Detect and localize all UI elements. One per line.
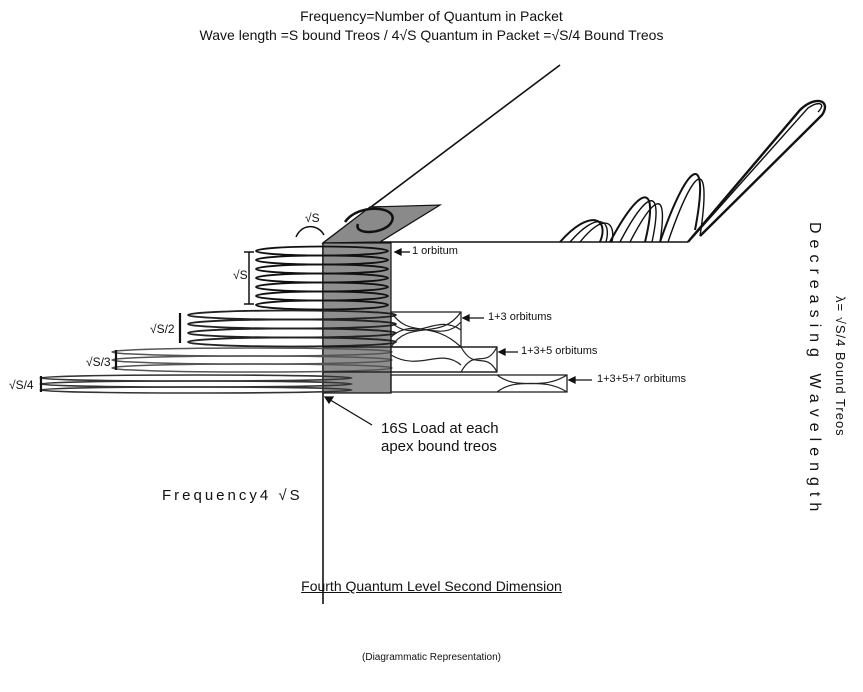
tier3-ellipses	[111, 347, 393, 373]
sqrt-s-quarter-label: √S/4	[9, 378, 34, 392]
orbitum-1-label: 1 orbitum	[412, 245, 458, 257]
load-note-line-1: 16S Load at each	[381, 420, 499, 437]
header-line-2: Wave length =S bound Treos / 4√S Quantum…	[199, 27, 664, 43]
frequency-axis-label: Frequency4 √S	[162, 487, 303, 504]
step-wave-pattern	[390, 311, 568, 393]
diagram-note: (Diagrammatic Representation)	[362, 652, 501, 663]
diagram-caption: Fourth Quantum Level Second Dimension	[301, 578, 562, 594]
sqrt-markers	[39, 225, 325, 392]
load-note-line-2: apex bound treos	[381, 438, 497, 455]
tier4-ellipses	[39, 374, 353, 394]
sqrt-s-top-label: √S	[305, 211, 320, 225]
top-wave	[343, 207, 394, 234]
sqrt-s-third-label: √S/3	[86, 355, 111, 369]
orbitum-4-label: 1+3+5+7 orbitums	[597, 373, 686, 385]
wavelength-loops	[559, 99, 827, 243]
top-plane	[321, 204, 443, 244]
orbitum-arrows	[323, 247, 592, 426]
decreasing-wavelength-label: Decreasing Wavelength	[806, 222, 823, 518]
orbitum-2-label: 1+3 orbitums	[488, 311, 552, 323]
header-line-1: Frequency=Number of Quantum in Packet	[300, 8, 563, 24]
sqrt-s-half-label: √S/2	[150, 322, 175, 336]
lambda-label: λ= √S/4 Bound Treos	[833, 296, 848, 437]
sqrt-s-side-label: √S	[233, 268, 248, 282]
orbitum-3-label: 1+3+5 orbitums	[521, 345, 598, 357]
tier1-ellipses	[255, 245, 389, 311]
